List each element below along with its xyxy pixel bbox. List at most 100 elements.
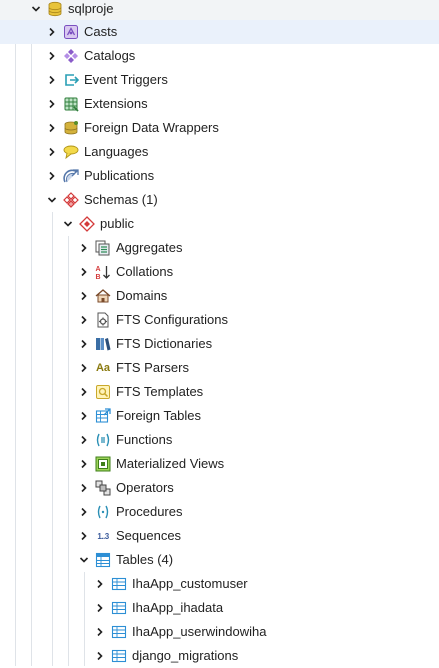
tree-guide-line (68, 236, 69, 666)
chevron-right-icon[interactable] (93, 601, 107, 615)
tree-node-functions[interactable]: Functions (0, 428, 439, 452)
foreign-tables-icon (95, 408, 111, 424)
tree-guide-line (15, 12, 16, 666)
chevron-right-icon[interactable] (77, 289, 91, 303)
tree-node-table[interactable]: IhaApp_userwindowiha (0, 620, 439, 644)
tree-node-procedures[interactable]: Procedures (0, 500, 439, 524)
tree-node-domains[interactable]: Domains (0, 284, 439, 308)
tree-node-foreign-tables[interactable]: Foreign Tables (0, 404, 439, 428)
operators-icon (95, 480, 111, 496)
tree-node-extensions[interactable]: Extensions (0, 92, 439, 116)
tree-node-label: Collations (116, 264, 174, 279)
chevron-right-icon[interactable] (77, 313, 91, 327)
chevron-right-icon[interactable] (77, 433, 91, 447)
chevron-right-icon[interactable] (77, 457, 91, 471)
tree-node-table[interactable]: django_migrations (0, 644, 439, 668)
tree-node-table[interactable]: IhaApp_customuser (0, 572, 439, 596)
publications-icon (63, 168, 79, 184)
tree-node-label: Procedures (116, 504, 183, 519)
tree-node-fts-parsers[interactable]: Aa FTS Parsers (0, 356, 439, 380)
tree-node-label: FTS Dictionaries (116, 336, 213, 351)
tree-node-database[interactable]: sqlproje (0, 0, 439, 21)
tree-node-catalogs[interactable]: Catalogs (0, 44, 439, 68)
foreign-data-wrappers-icon (63, 120, 79, 136)
tree-node-label: Tables (4) (116, 552, 174, 567)
chevron-right-icon[interactable] (77, 505, 91, 519)
table-icon (111, 600, 127, 616)
chevron-right-icon[interactable] (93, 649, 107, 663)
chevron-right-icon[interactable] (77, 361, 91, 375)
tree-node-label: IhaApp_ihadata (132, 600, 224, 615)
tree-node-sequences[interactable]: 1..3 Sequences (0, 524, 439, 548)
tree-node-schema-public[interactable]: public (0, 212, 439, 236)
extensions-icon (63, 96, 79, 112)
chevron-right-icon[interactable] (77, 385, 91, 399)
tree-guide-line (84, 572, 85, 666)
chevron-down-icon[interactable] (45, 193, 59, 207)
tree-node-publications[interactable]: Publications (0, 164, 439, 188)
chevron-right-icon[interactable] (77, 241, 91, 255)
chevron-down-icon[interactable] (29, 2, 43, 16)
chevron-right-icon[interactable] (45, 25, 59, 39)
chevron-right-icon[interactable] (77, 481, 91, 495)
catalogs-icon (63, 48, 79, 64)
tree-node-schemas[interactable]: Schemas (1) (0, 188, 439, 212)
tree-node-label: FTS Configurations (116, 312, 228, 327)
tree-node-label: Foreign Tables (116, 408, 202, 423)
tree-node-fts-templates[interactable]: FTS Templates (0, 380, 439, 404)
tree-node-label: Languages (84, 144, 149, 159)
tree-node-languages[interactable]: Languages (0, 140, 439, 164)
tree-node-tables[interactable]: Tables (4) (0, 548, 439, 572)
chevron-right-icon[interactable] (77, 265, 91, 279)
functions-icon (95, 432, 111, 448)
tree-node-label: Catalogs (84, 48, 136, 63)
chevron-right-icon[interactable] (77, 337, 91, 351)
tree-node-label: FTS Parsers (116, 360, 189, 375)
chevron-right-icon[interactable] (93, 577, 107, 591)
chevron-right-icon[interactable] (77, 529, 91, 543)
chevron-right-icon[interactable] (93, 625, 107, 639)
tree-node-label: Domains (116, 288, 168, 303)
domains-icon (95, 288, 111, 304)
tree-node-fts-configurations[interactable]: FTS Configurations (0, 308, 439, 332)
tree-node-foreign-data-wrappers[interactable]: Foreign Data Wrappers (0, 116, 439, 140)
table-icon (111, 576, 127, 592)
tree-guide-line (52, 212, 53, 666)
table-icon (111, 648, 127, 664)
tables-icon (95, 552, 111, 568)
tree-node-label: IhaApp_customuser (132, 576, 248, 591)
tree-node-label: IhaApp_userwindowiha (132, 624, 267, 639)
chevron-right-icon[interactable] (45, 169, 59, 183)
chevron-right-icon[interactable] (45, 97, 59, 111)
chevron-right-icon[interactable] (45, 73, 59, 87)
database-icon (47, 1, 63, 17)
tree-node-label: Aggregates (116, 240, 183, 255)
languages-icon (63, 144, 79, 160)
tree-node-casts[interactable]: Casts (0, 20, 439, 44)
tree-node-label: Event Triggers (84, 72, 168, 87)
chevron-right-icon[interactable] (45, 145, 59, 159)
schema-icon (79, 216, 95, 232)
tree-node-table[interactable]: IhaApp_ihadata (0, 596, 439, 620)
chevron-down-icon[interactable] (61, 217, 75, 231)
chevron-right-icon[interactable] (45, 49, 59, 63)
tree-node-aggregates[interactable]: Aggregates (0, 236, 439, 260)
chevron-right-icon[interactable] (45, 121, 59, 135)
chevron-right-icon[interactable] (77, 409, 91, 423)
procedures-icon (95, 504, 111, 520)
tree-node-label: sqlproje (68, 1, 114, 16)
tree-node-label: Sequences (116, 528, 182, 543)
tree-node-fts-dictionaries[interactable]: FTS Dictionaries (0, 332, 439, 356)
tree-node-label: Publications (84, 168, 155, 183)
fts-templates-icon (95, 384, 111, 400)
sequences-glyph: 1..3 (97, 531, 109, 541)
sequences-icon: 1..3 (95, 528, 111, 544)
tree-node-materialized-views[interactable]: Materialized Views (0, 452, 439, 476)
tree-node-label: public (100, 216, 134, 231)
tree-node-operators[interactable]: Operators (0, 476, 439, 500)
tree-node-event-triggers[interactable]: Event Triggers (0, 68, 439, 92)
event-triggers-icon (63, 72, 79, 88)
chevron-down-icon[interactable] (77, 553, 91, 567)
